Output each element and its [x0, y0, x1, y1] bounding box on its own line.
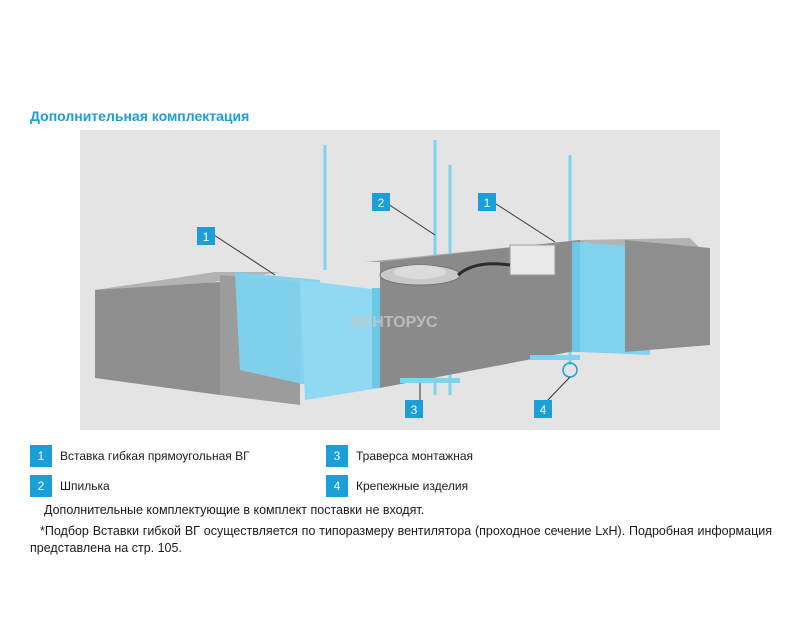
- duct-assembly-illustration: ВЕНТОРУС 1 2 1 3 4: [80, 130, 720, 430]
- flex-insert-left: [235, 272, 320, 388]
- callout-1-right: 1: [478, 193, 496, 211]
- duct-right-front: [625, 240, 710, 352]
- traverse-bar-right: [530, 355, 580, 360]
- duct-assembly-drawing: ВЕНТОРУС 1 2 1 3 4: [95, 140, 710, 418]
- traverse-bar-left: [400, 378, 460, 383]
- legend-label: Крепежные изделия: [356, 479, 469, 493]
- legend-item-1: 1 Вставка гибкая прямоугольная ВГ: [30, 444, 250, 468]
- junction-box: [509, 244, 556, 276]
- svg-text:2: 2: [378, 196, 385, 210]
- fastener-highlight: [562, 362, 578, 378]
- svg-text:1: 1: [203, 230, 210, 244]
- legend-number: 1: [30, 445, 52, 467]
- svg-text:3: 3: [411, 403, 418, 417]
- legend-label: Вставка гибкая прямоугольная ВГ: [60, 449, 250, 463]
- legend-number: 2: [30, 475, 52, 497]
- callout-3: 3: [405, 400, 423, 418]
- duct-left-front: [95, 282, 220, 395]
- svg-text:1: 1: [484, 196, 491, 210]
- legend-label: Траверса монтажная: [356, 449, 474, 463]
- callout-2: 2: [372, 193, 390, 211]
- flange-right: [572, 242, 580, 352]
- legend-item-2: 2 Шпилька: [30, 474, 110, 498]
- callout-4: 4: [534, 400, 552, 418]
- cable: [457, 262, 511, 277]
- callout-1-left: 1: [197, 227, 215, 245]
- legend: 1 Вставка гибкая прямоугольная ВГ 2 Шпил…: [30, 444, 770, 504]
- legend-number: 4: [326, 475, 348, 497]
- section-title: Дополнительная комплектация: [30, 108, 250, 124]
- legend-label: Шпилька: [60, 479, 110, 493]
- legend-item-3: 3 Траверса монтажная: [326, 444, 473, 468]
- svg-text:4: 4: [540, 403, 547, 417]
- flex-insert-left-side: [300, 280, 380, 400]
- legend-item-4: 4 Крепежные изделия: [326, 474, 468, 498]
- flange-left: [372, 288, 380, 388]
- supply-note: Дополнительные комплектующие в комплект …: [44, 503, 425, 517]
- legend-number: 3: [326, 445, 348, 467]
- selection-footnote: *Подбор Вставки гибкой ВГ осуществляется…: [30, 524, 772, 555]
- brand-watermark: ВЕНТОРУС: [350, 314, 438, 331]
